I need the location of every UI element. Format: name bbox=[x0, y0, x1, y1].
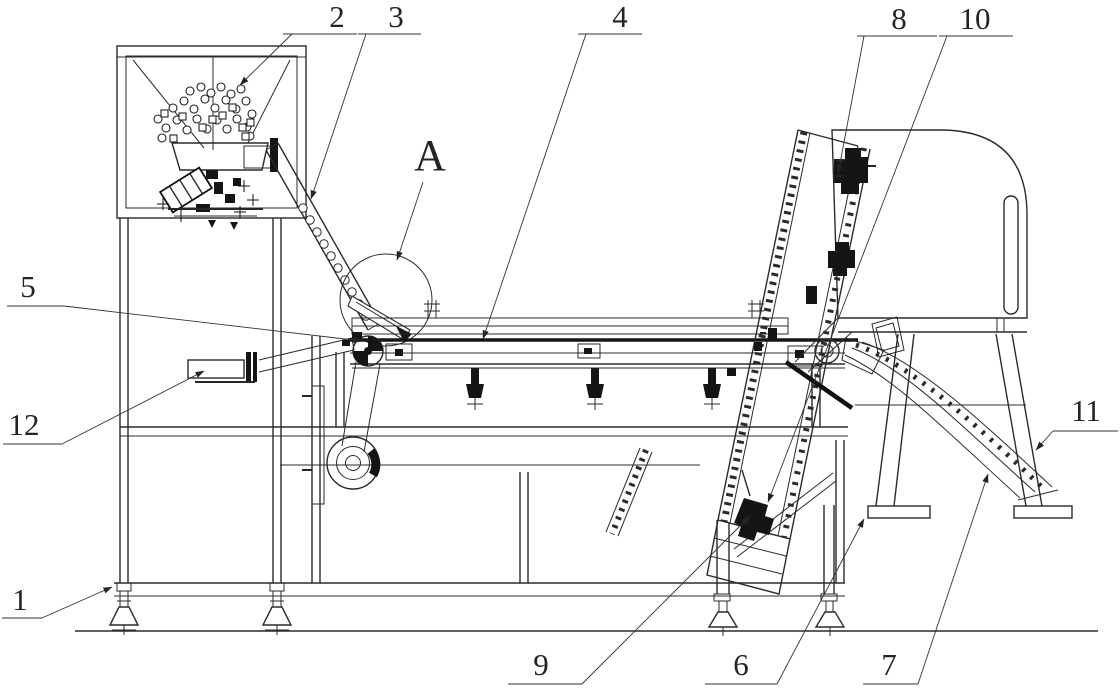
discharge-chutes bbox=[844, 341, 1059, 501]
hopper-funnel bbox=[132, 59, 291, 382]
inclined-sorting-unit bbox=[605, 129, 876, 540]
part-label-12: 12 bbox=[9, 407, 40, 442]
conveyor-belt bbox=[342, 300, 858, 410]
part-label-1: 1 bbox=[12, 582, 28, 617]
main-table-frame bbox=[114, 336, 848, 597]
leader-lines bbox=[2, 33, 1118, 685]
granular-material bbox=[153, 82, 257, 143]
vibratory-feeder bbox=[157, 166, 263, 230]
part-labels: 1 2 3 4 5 6 7 8 9 10 11 12 A bbox=[9, 0, 1101, 682]
belt-supports bbox=[457, 367, 730, 410]
part-label-3: 3 bbox=[388, 0, 404, 34]
receiving-box bbox=[187, 337, 355, 383]
adjustable-feet bbox=[108, 582, 293, 635]
belt-drive bbox=[302, 361, 381, 505]
part-label-10: 10 bbox=[960, 1, 991, 36]
optical-components bbox=[727, 148, 876, 376]
part-label-9: 9 bbox=[533, 647, 549, 682]
hopper-frame bbox=[116, 45, 307, 583]
part-label-11: 11 bbox=[1071, 393, 1101, 428]
part-label-5: 5 bbox=[20, 269, 36, 304]
bottom-feeder bbox=[706, 469, 846, 636]
part-label-6: 6 bbox=[733, 647, 749, 682]
detail-label-a: A bbox=[414, 131, 446, 180]
support-stand bbox=[855, 333, 1073, 519]
part-label-4: 4 bbox=[612, 0, 628, 34]
part-label-2: 2 bbox=[329, 0, 345, 34]
part-label-8: 8 bbox=[891, 1, 907, 36]
sorter-enclosure bbox=[794, 129, 1028, 375]
part-label-7: 7 bbox=[881, 647, 897, 682]
